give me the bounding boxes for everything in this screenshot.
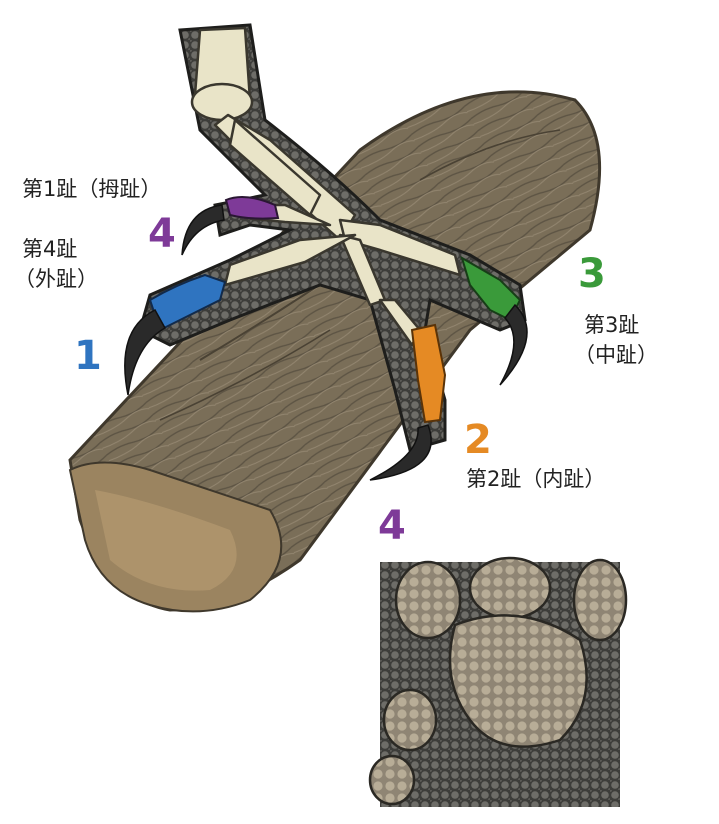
toe3-number: 3 <box>578 252 606 296</box>
foot-sole-illustration <box>370 558 626 807</box>
toe2-number: 2 <box>464 418 492 462</box>
toe2-label: 第2趾（内趾） <box>466 466 605 492</box>
toe4-label-line1: 第4趾 <box>22 236 77 262</box>
toe1-label: 第1趾（拇趾） <box>22 176 161 202</box>
toe1-number: 4 <box>148 212 176 256</box>
toe4-label-line2: （外趾） <box>14 266 98 292</box>
sole-pad-number: 4 <box>378 504 406 548</box>
toe4-number: 1 <box>74 334 102 378</box>
toe3-label-line1: 第3趾 <box>584 312 639 338</box>
toe3-label-line2: （中趾） <box>574 342 658 368</box>
